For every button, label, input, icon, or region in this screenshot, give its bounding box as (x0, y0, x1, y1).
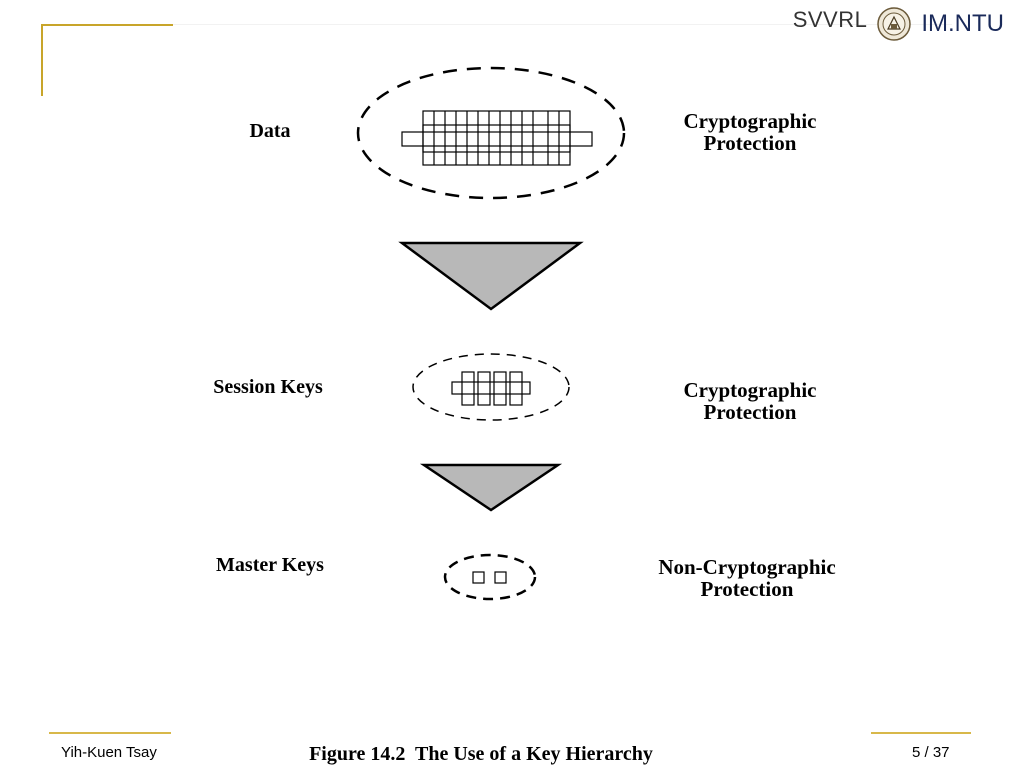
master-keys-blocks (472, 571, 507, 584)
session-keys-ellipse (412, 353, 570, 421)
brand-im-ntu: IM.NTU (921, 10, 1004, 37)
session-keys-blocks (451, 371, 531, 406)
data-blocks-grid (401, 110, 593, 166)
university-seal-icon (877, 7, 912, 41)
level-master-keys-protection-line1: Non-Cryptographic (658, 555, 835, 579)
footer-rule-right (871, 732, 971, 734)
level-data-label: Data (249, 120, 290, 142)
header-brand: SVVRL IM.NTU (793, 6, 1004, 42)
level-data-protection-line1: Cryptographic (684, 109, 817, 133)
level-session-keys-label: Session Keys (213, 376, 323, 398)
master-keys-ellipse (443, 553, 537, 601)
footer-rule-left (49, 732, 171, 734)
hierarchy-arrow-1 (398, 241, 584, 311)
header-rule (172, 24, 952, 25)
data-ellipse (356, 66, 626, 200)
level-session-keys-protection-line1: Cryptographic (684, 378, 817, 402)
hierarchy-arrow-2 (419, 463, 563, 512)
footer-page-number: 5 / 37 (912, 744, 950, 761)
figure-caption: Figure 14.2 The Use of a Key Hierarchy (309, 743, 653, 765)
level-master-keys-label: Master Keys (216, 554, 324, 576)
level-session-keys-protection-line2: Protection (704, 400, 797, 424)
corner-bracket (41, 24, 173, 96)
level-data-protection-line2: Protection (704, 131, 797, 155)
brand-svvrl: SVVRL (792, 7, 868, 32)
footer-author: Yih-Kuen Tsay (61, 744, 157, 761)
level-master-keys-protection-line2: Protection (701, 577, 794, 601)
